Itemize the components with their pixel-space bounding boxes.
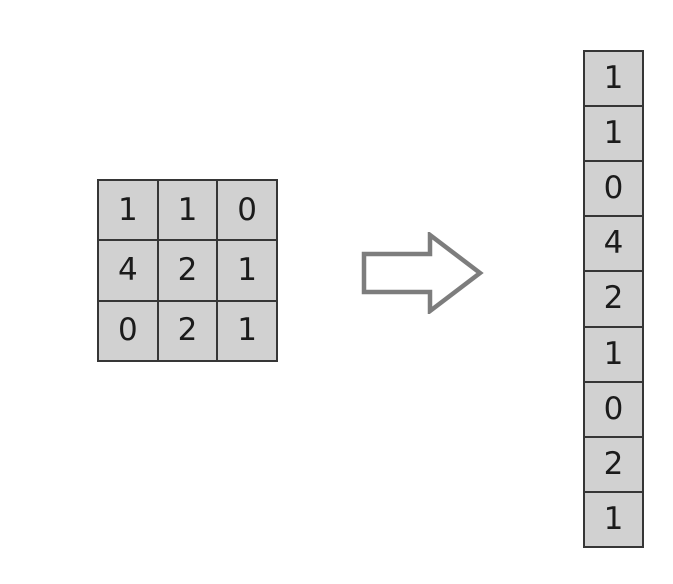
vector-cell: 0	[585, 382, 642, 436]
vector-cell: 1	[585, 107, 642, 161]
vector-cell: 1	[585, 52, 642, 106]
vector-cell: 2	[585, 437, 642, 491]
matrix-cell: 2	[158, 301, 217, 360]
vector-cell: 2	[585, 272, 642, 326]
matrix-cell: 2	[158, 241, 217, 300]
matrix-cell: 0	[218, 181, 276, 240]
matrix-cell: 1	[218, 241, 276, 300]
matrix-cell: 1	[99, 181, 157, 240]
right-arrow-icon	[361, 232, 485, 314]
right-block-arrow-shape	[361, 232, 484, 314]
vector-cell: 1	[585, 327, 642, 381]
matrix-cell: 0	[99, 301, 157, 360]
matrix-cell: 1	[158, 181, 217, 240]
matrix-cell: 4	[99, 241, 157, 300]
vector-cell: 4	[585, 217, 642, 271]
vector-cell: 0	[585, 162, 642, 216]
matrix-cell: 1	[218, 301, 276, 360]
vector-cell: 1	[585, 492, 642, 546]
